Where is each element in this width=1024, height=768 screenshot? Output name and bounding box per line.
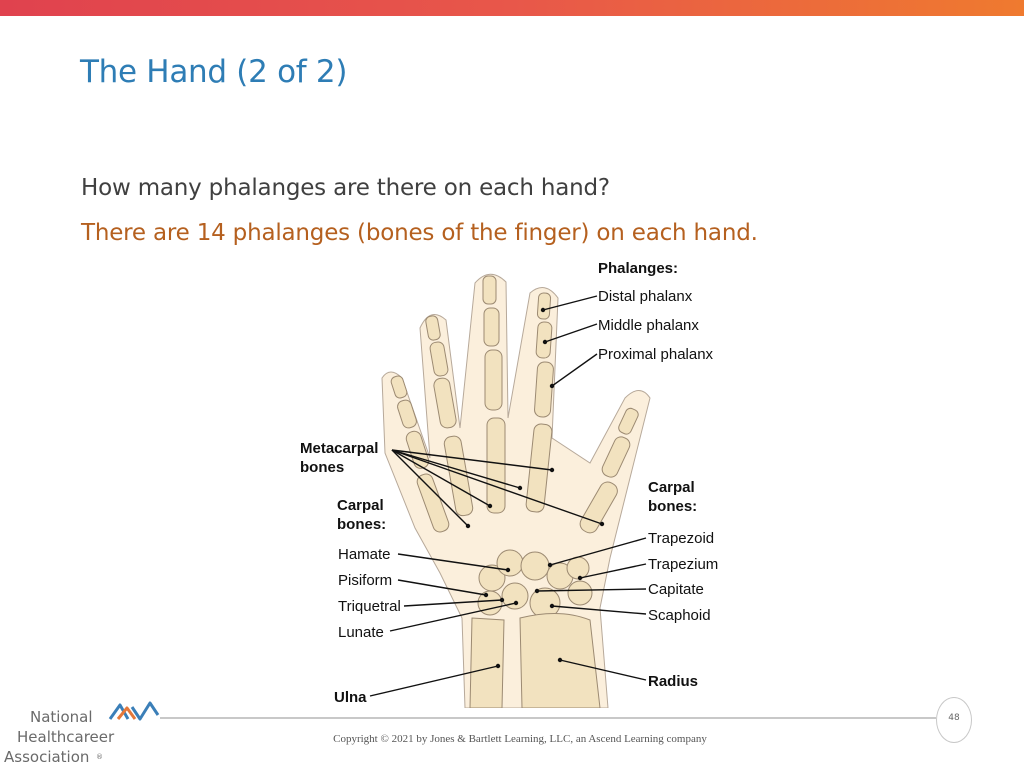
answer-text: There are 14 phalanges (bones of the fin… <box>81 220 758 246</box>
label-carpal-left-line1: Carpal <box>337 497 384 514</box>
label-hamate: Hamate <box>338 546 391 563</box>
page-number: 48 <box>948 713 960 723</box>
logo-line-healthcareer: Healthcareer <box>17 728 115 746</box>
label-ulna: Ulna <box>334 689 367 706</box>
top-accent-bar <box>0 0 1024 16</box>
footer-divider <box>160 717 936 719</box>
logo-registered-mark: ® <box>96 753 103 761</box>
label-trapezium: Trapezium <box>648 556 719 573</box>
label-carpal-right-line2: bones: <box>648 498 698 515</box>
label-middle-phalanx: Middle phalanx <box>598 317 699 334</box>
logo-line-national: National <box>30 708 93 726</box>
label-lunate: Lunate <box>338 624 384 641</box>
leader-lines <box>369 295 647 697</box>
leader-dots <box>465 307 605 669</box>
question-text: How many phalanges are there on each han… <box>81 175 610 201</box>
label-metacarpal-line1: Metacarpal <box>300 440 379 457</box>
label-radius: Radius <box>648 673 699 690</box>
label-trapezoid: Trapezoid <box>648 530 715 547</box>
label-phalanges: Phalanges: <box>598 260 679 277</box>
label-capitate: Capitate <box>648 581 704 598</box>
label-carpal-right-line1: Carpal <box>648 479 695 496</box>
label-distal-phalanx: Distal phalanx <box>598 288 693 305</box>
nha-logo-icon <box>108 701 160 721</box>
copyright-text: Copyright © 2021 by Jones & Bartlett Lea… <box>333 733 707 745</box>
label-carpal-left-line2: bones: <box>337 516 387 533</box>
hand-skeleton-illustration <box>369 273 651 708</box>
label-scaphoid: Scaphoid <box>648 607 711 624</box>
slide-title: The Hand (2 of 2) <box>80 54 348 90</box>
bones <box>390 275 639 708</box>
label-proximal-phalanx: Proximal phalanx <box>598 346 714 363</box>
label-metacarpal-line2: bones <box>300 459 345 476</box>
page-number-badge: 48 <box>936 697 972 743</box>
logo-line-association: Association <box>4 748 90 766</box>
label-triquetral: Triquetral <box>338 598 401 615</box>
label-pisiform: Pisiform <box>338 572 393 589</box>
